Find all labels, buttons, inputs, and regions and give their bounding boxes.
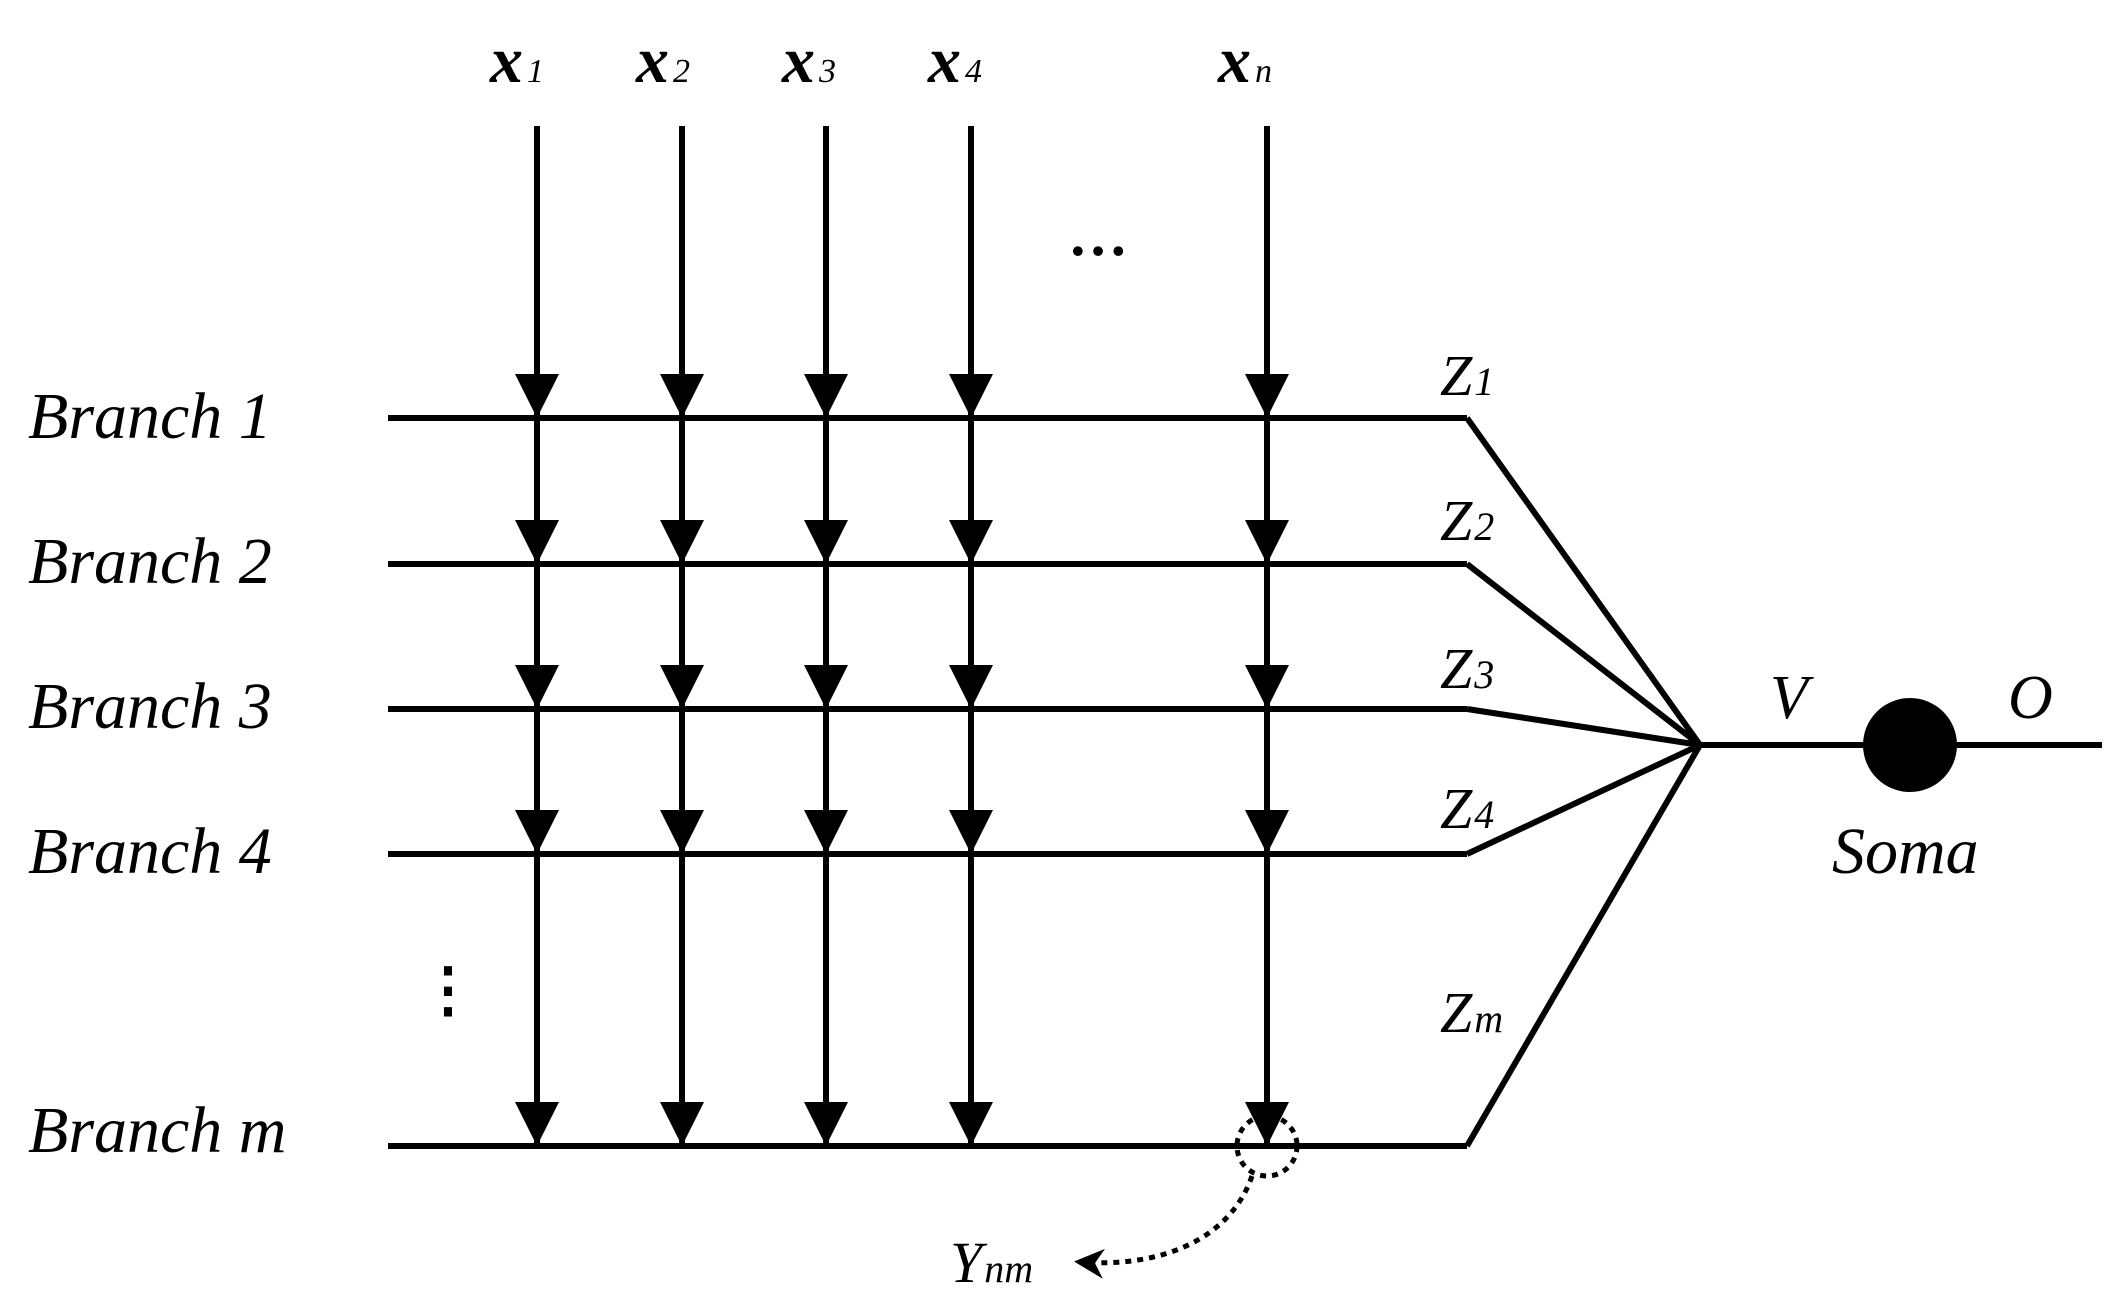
synapse-highlight: Ynm — [950, 1113, 1300, 1295]
dendrite-lines — [1464, 416, 1703, 1148]
output-label-o: O — [2008, 664, 2053, 732]
branch-label-2: Branch 2 — [28, 525, 272, 598]
dendrite-labels: Z1 Z2 Z3 Z4 Zm — [1440, 343, 1503, 1045]
dendrite-line-1 — [1464, 416, 1703, 747]
dendrite-label-z2: Z2 — [1440, 488, 1494, 553]
soma-label: Soma — [1832, 815, 1979, 888]
dendrite-label-z4: Z4 — [1440, 776, 1494, 841]
soma-group: V O Soma — [1700, 664, 2102, 888]
dendrite-line-3 — [1466, 706, 1701, 748]
synapse-label-ynm: Ynm — [950, 1230, 1033, 1295]
dendrite-line-m — [1464, 743, 1703, 1148]
soma-circle — [1863, 698, 1957, 792]
branch-label-3: Branch 3 — [28, 670, 272, 743]
dendrite-label-z3: Z3 — [1440, 636, 1494, 701]
branch-labels: Branch 1 Branch 2 Branch 3 Branch 4 Bran… — [28, 380, 478, 1167]
synapse-dotted-circle — [1234, 1113, 1300, 1179]
synapse-dotted-arrow — [1074, 1175, 1255, 1279]
branch-label-4: Branch 4 — [28, 815, 272, 888]
dendrite-label-z1: Z1 — [1440, 343, 1494, 408]
input-ellipsis: … — [1068, 202, 1128, 268]
dendrite-line-2 — [1465, 561, 1702, 748]
branch-ellipsis: ⋮ — [418, 957, 478, 1023]
branch-label-1: Branch 1 — [28, 380, 272, 453]
branch-lines — [388, 415, 1467, 1149]
dendrite-line-4 — [1465, 742, 1702, 857]
branch-label-m: Branch m — [28, 1094, 286, 1167]
dendrite-label-zm: Zm — [1440, 980, 1503, 1045]
input-arrows — [515, 126, 1289, 1146]
membrane-label-v: V — [1770, 664, 1814, 732]
